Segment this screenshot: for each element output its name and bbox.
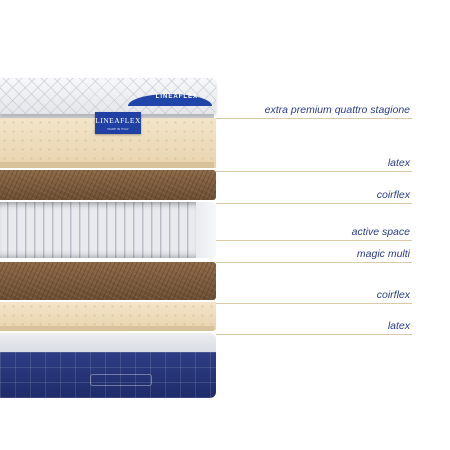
label-extra-premium-quattro-stagione: extra premium quattro stagione [264, 104, 410, 116]
coirflex-layer-top [0, 170, 216, 200]
cover-brand-band [128, 94, 212, 106]
leader-line [216, 118, 412, 119]
leader-line [216, 334, 412, 335]
label-coirflex-top: coirflex [376, 189, 410, 201]
brand-tagline: MADE IN ITALY [107, 127, 129, 131]
leader-line [216, 171, 412, 172]
spring-layer [0, 202, 196, 258]
cover-band-text: LINEAFLEX [155, 94, 198, 100]
quilted-cover: LINEAFLEX [0, 78, 216, 114]
base-top-panel [0, 333, 216, 355]
brand-tag: LINEAFLEX MADE IN ITALY [95, 112, 141, 134]
leader-line [216, 203, 412, 204]
label-magic-multi: magic multi [356, 248, 410, 260]
latex-layer-bottom [0, 302, 216, 330]
label-coirflex-bottom: coirflex [376, 289, 410, 301]
leader-line [216, 240, 412, 241]
latex-layer-bottom-edge [0, 326, 214, 331]
label-latex-bottom: latex [387, 320, 410, 332]
label-active-space: active space [351, 226, 410, 238]
leader-line [216, 262, 412, 263]
mattress-base [0, 352, 216, 398]
leader-line [216, 303, 412, 304]
spring-layer-edge [196, 202, 216, 258]
brand-name: LINEAFLEX [95, 116, 141, 125]
base-handle [90, 374, 152, 386]
coirflex-layer-bottom [0, 262, 216, 300]
latex-layer-top-edge [0, 162, 214, 168]
label-latex-top: latex [387, 157, 410, 169]
